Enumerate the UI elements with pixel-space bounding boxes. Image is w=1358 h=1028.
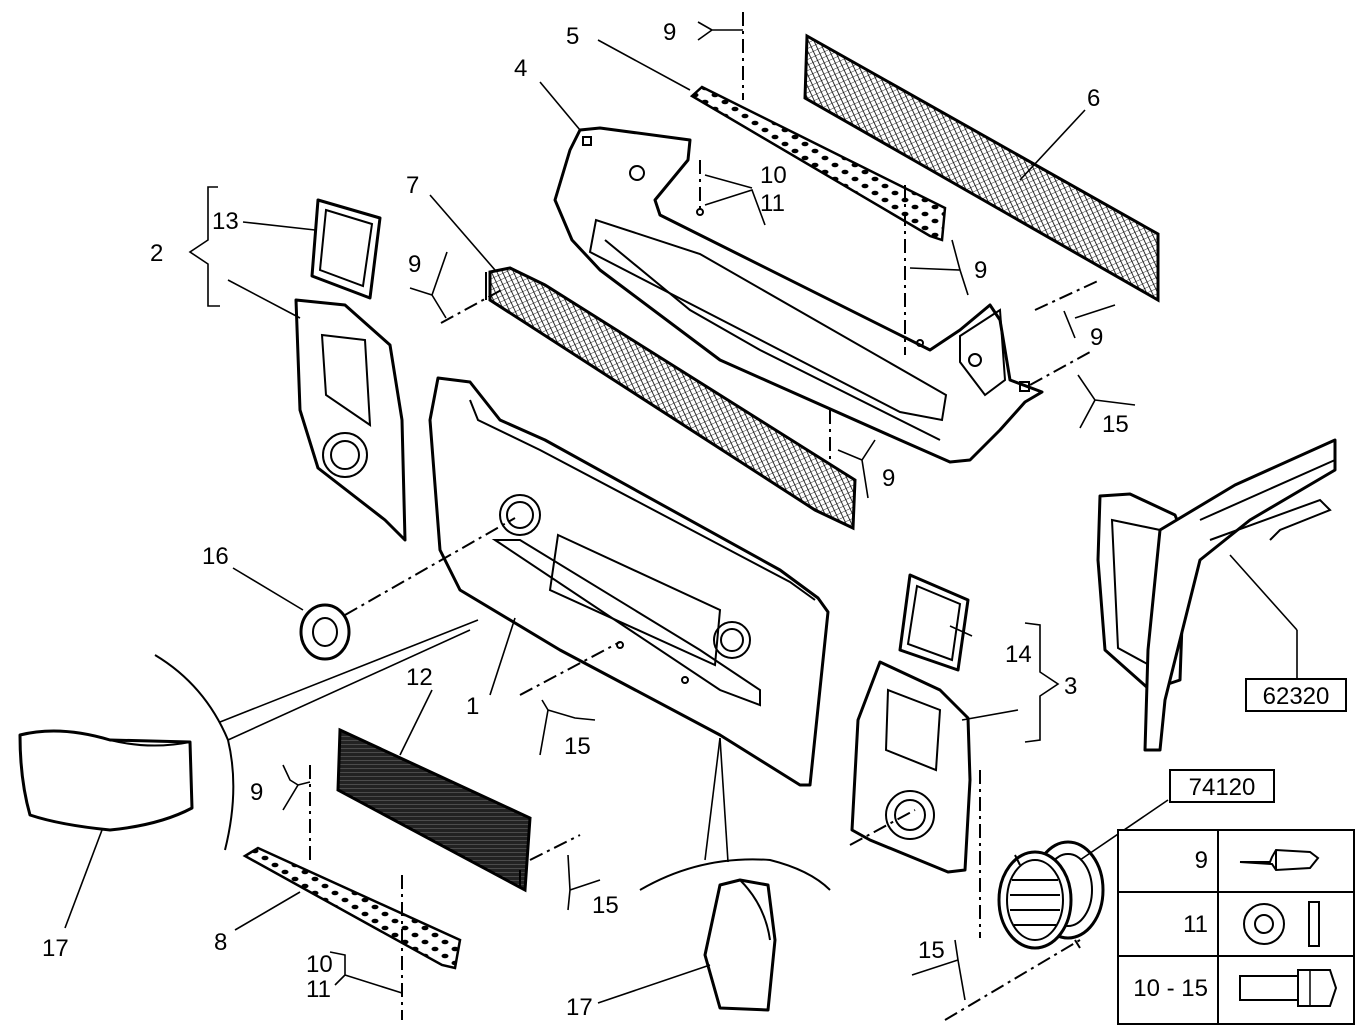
bolt-icon bbox=[1239, 969, 1338, 1007]
callout-17-bottom: 17 bbox=[566, 994, 593, 1021]
part-17-left-cover bbox=[18, 729, 194, 832]
wheel-arch-center bbox=[639, 858, 831, 891]
callout-10-top: 10 bbox=[760, 162, 787, 189]
callout-16: 16 bbox=[202, 543, 229, 570]
callout-11-bottom: 11 bbox=[306, 976, 331, 1003]
callout-6: 6 bbox=[1087, 85, 1100, 112]
reference-74120: 74120 bbox=[1169, 769, 1275, 803]
callout-4: 4 bbox=[514, 55, 527, 82]
callout-10-bottom: 10 bbox=[306, 951, 333, 978]
callout-17-left: 17 bbox=[42, 935, 69, 962]
legend-key-rivet: 9 bbox=[1195, 847, 1208, 874]
callout-9-far-right: 9 bbox=[1090, 324, 1103, 351]
callout-9-top: 9 bbox=[663, 19, 676, 46]
callout-3: 3 bbox=[1064, 673, 1077, 700]
washer-icon bbox=[1243, 901, 1320, 947]
part-4-upper-cover bbox=[553, 126, 1044, 464]
part-13-panel bbox=[310, 198, 382, 300]
part-17-lower-cover bbox=[703, 878, 777, 1012]
callout-9-center: 9 bbox=[882, 465, 895, 492]
chassis-section bbox=[1096, 438, 1337, 752]
callout-15-bottom-right: 15 bbox=[918, 937, 945, 964]
part-blower-fan bbox=[997, 840, 1105, 950]
callout-8: 8 bbox=[214, 929, 227, 956]
callout-9-lower-left: 9 bbox=[250, 779, 263, 806]
assembly-axes bbox=[309, 12, 1101, 1021]
legend-key-washer: 11 bbox=[1183, 911, 1208, 938]
part-5-upper-bracket bbox=[689, 85, 947, 242]
callout-12: 12 bbox=[406, 664, 433, 691]
part-1-front-panel bbox=[428, 376, 830, 787]
part-14-panel bbox=[898, 573, 970, 672]
callout-1: 1 bbox=[466, 693, 479, 720]
reference-74120-label: 74120 bbox=[1189, 774, 1256, 801]
callout-13: 13 bbox=[212, 208, 239, 235]
callout-15-lower: 15 bbox=[592, 892, 619, 919]
callout-9-right: 9 bbox=[974, 257, 987, 284]
legend-key-bolt: 10 - 15 bbox=[1133, 975, 1208, 1002]
part-8-lower-bracket bbox=[242, 846, 462, 970]
callout-14: 14 bbox=[1005, 641, 1032, 668]
part-3-right-panel bbox=[850, 660, 972, 874]
callout-2: 2 bbox=[150, 240, 163, 267]
reference-62320: 62320 bbox=[1245, 678, 1347, 712]
leader-lines bbox=[64, 21, 1298, 1004]
callout-5: 5 bbox=[566, 23, 579, 50]
callout-11-top: 11 bbox=[760, 190, 785, 217]
fastener-legend: 9 11 10 - 15 bbox=[1117, 829, 1355, 1025]
part-2-left-panel bbox=[294, 298, 407, 542]
reference-62320-label: 62320 bbox=[1263, 683, 1330, 710]
part-7-middle-grille bbox=[485, 266, 857, 531]
part-16-round-cover bbox=[299, 603, 351, 661]
callout-15-top-right: 15 bbox=[1102, 411, 1129, 438]
callout-7: 7 bbox=[406, 172, 419, 199]
callout-labels: 9 5 4 6 10 11 7 13 2 9 9 9 15 9 16 14 3 … bbox=[42, 19, 1129, 1021]
callout-15-center: 15 bbox=[564, 733, 591, 760]
rivet-icon bbox=[1239, 848, 1320, 872]
callout-9-left: 9 bbox=[408, 251, 421, 278]
part-6-upper-grille bbox=[803, 33, 1160, 303]
part-12-lower-grille bbox=[336, 727, 532, 893]
